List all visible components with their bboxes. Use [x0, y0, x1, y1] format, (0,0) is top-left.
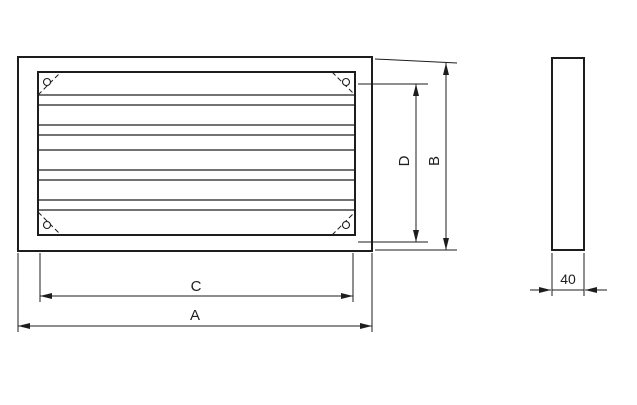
- screw-hole: [341, 77, 351, 87]
- dimension-d: D: [358, 83, 428, 243]
- side-view: [551, 57, 585, 251]
- screw-hole: [42, 220, 52, 230]
- screw-hole: [42, 77, 52, 87]
- dimension-depth-label: 40: [560, 271, 576, 287]
- outer-frame: [17, 56, 373, 252]
- dimension-c: C: [39, 253, 354, 302]
- side-profile: [551, 57, 585, 251]
- louver-slats: [38, 94, 355, 211]
- extension-line: [374, 58, 458, 64]
- dimension-c-label: C: [191, 278, 202, 295]
- front-view: [17, 56, 373, 252]
- screw-holes: [42, 77, 351, 230]
- dimension-b-label: B: [426, 156, 443, 166]
- dimension-a: A: [17, 253, 373, 332]
- dimension-depth: 40: [530, 253, 607, 296]
- dimension-d-label: D: [396, 155, 413, 166]
- screw-hole: [341, 220, 351, 230]
- dimension-a-label: A: [190, 307, 200, 324]
- dimension-b: B: [374, 58, 458, 251]
- inner-panel: [37, 71, 356, 236]
